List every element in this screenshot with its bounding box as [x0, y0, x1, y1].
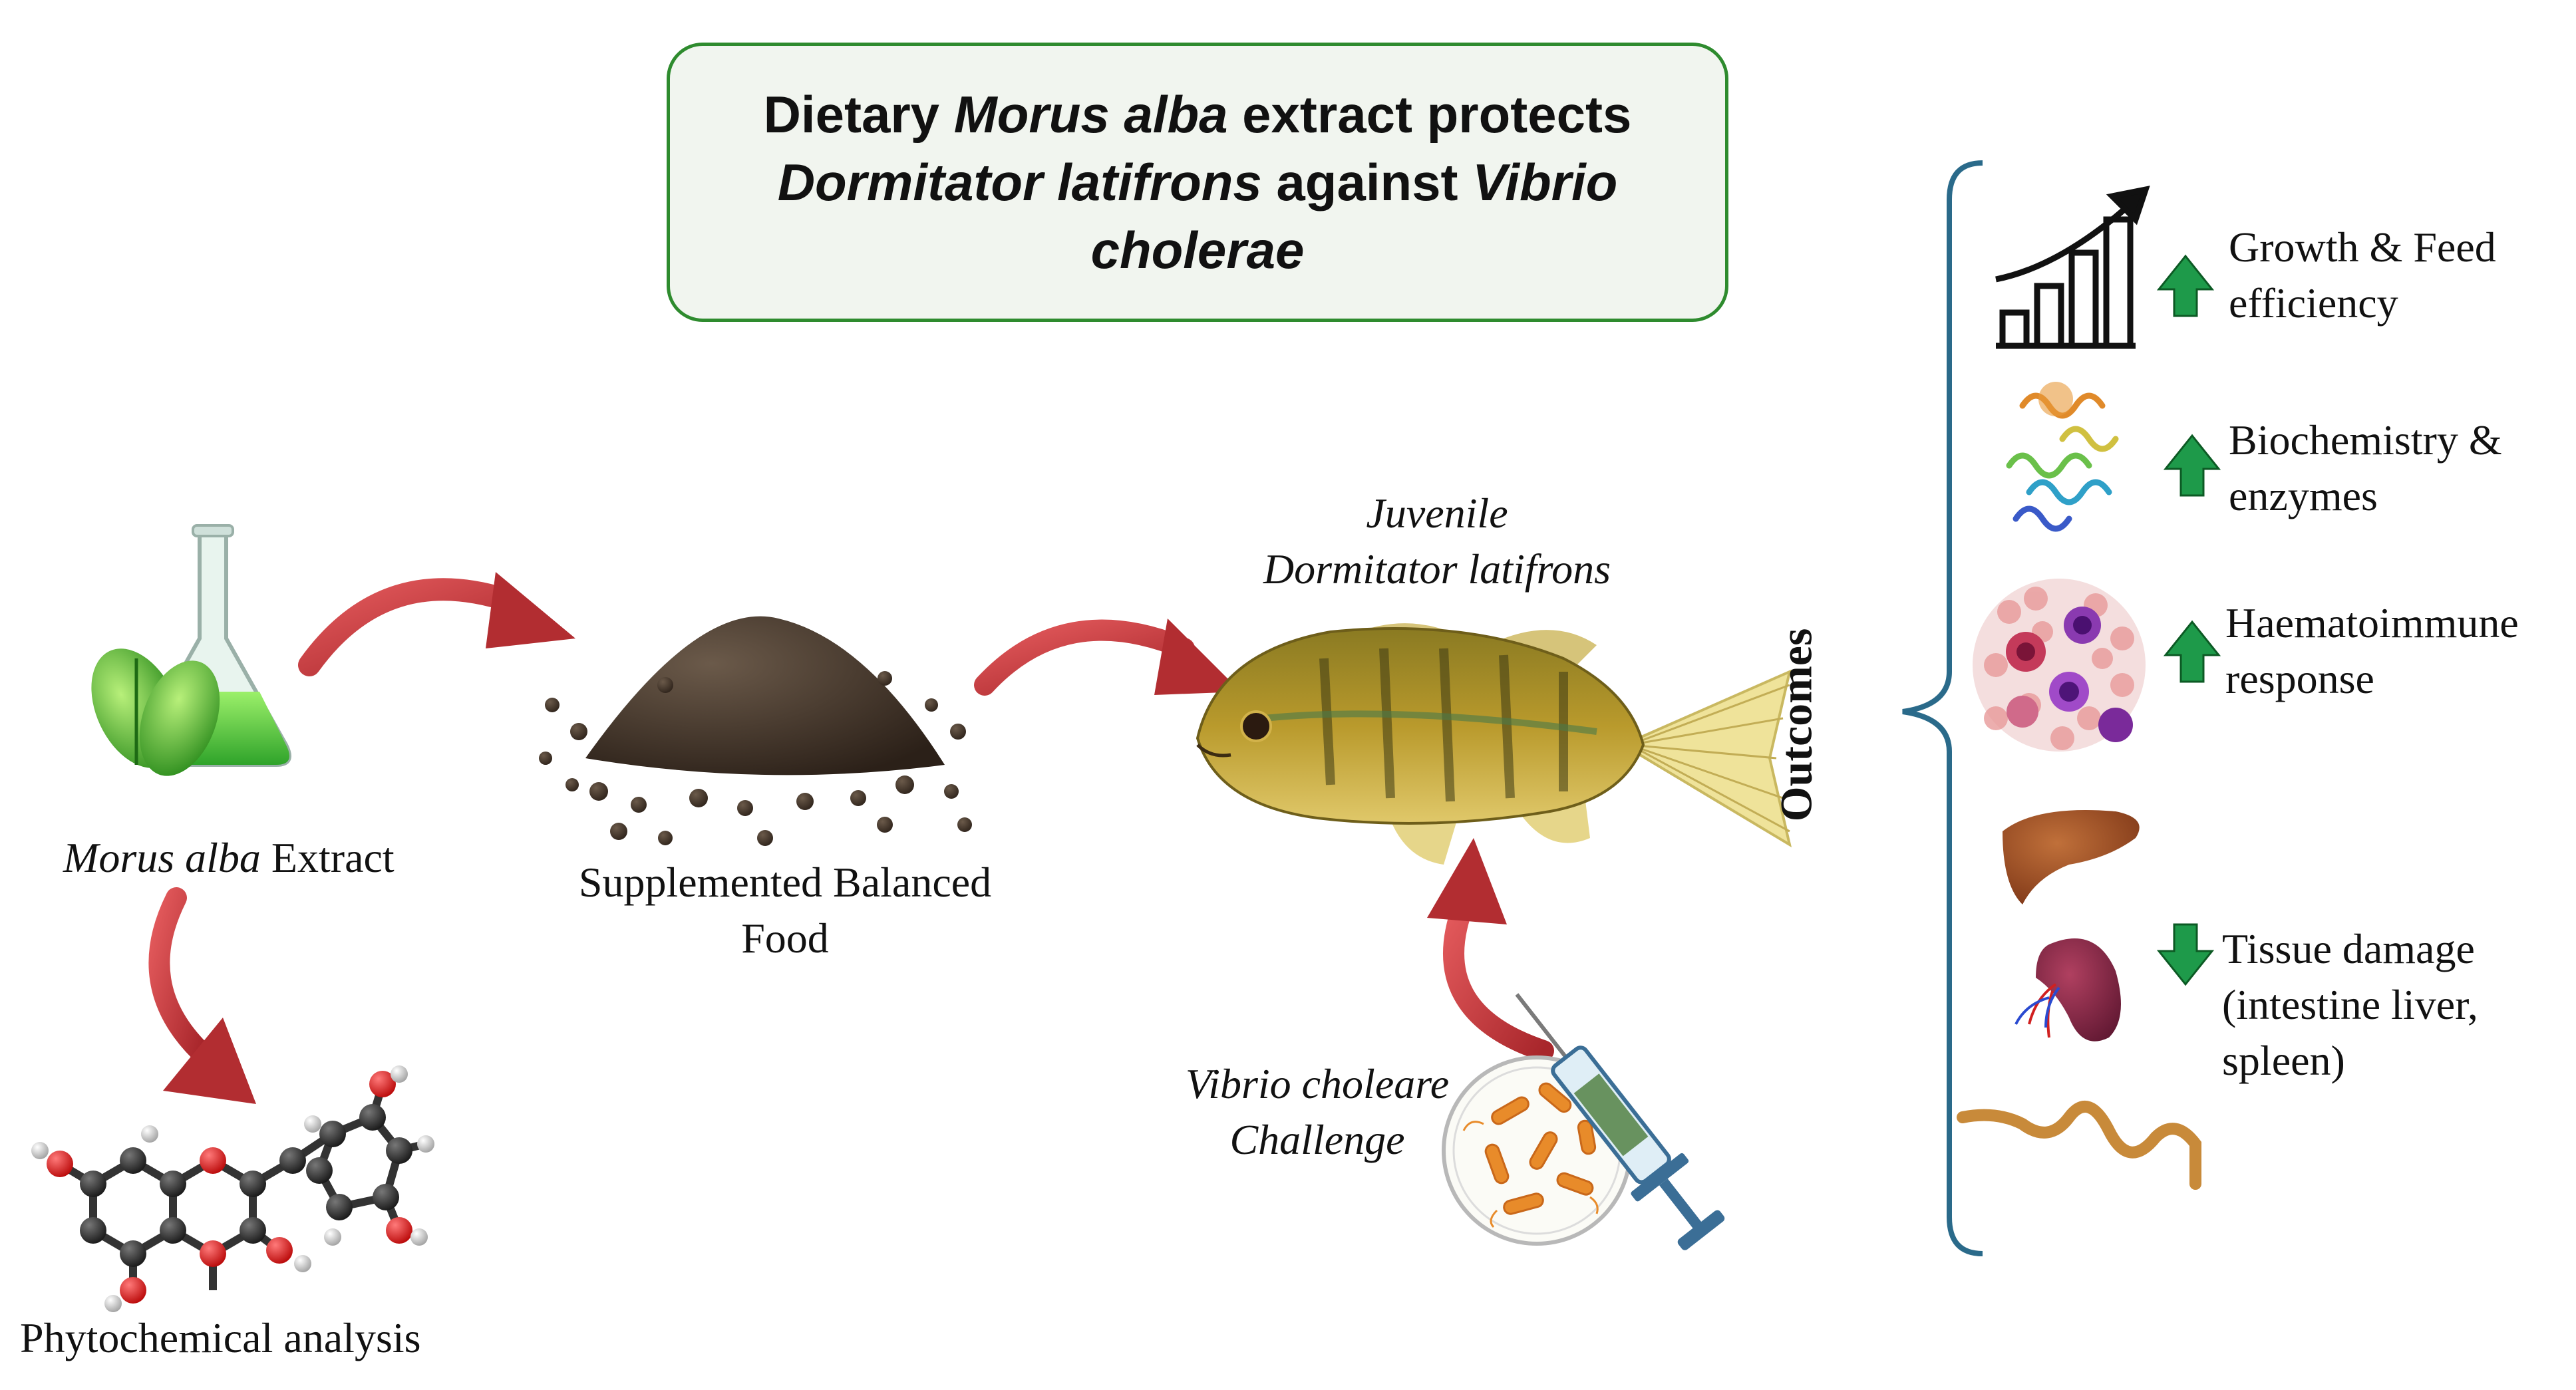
- flow-arrow-extract-to-phyto: [148, 887, 256, 1104]
- food-label-line2: Food: [741, 914, 829, 962]
- fish-label: Juvenile Dormitator latifrons: [1198, 486, 1677, 597]
- growth-chart-icon: [1995, 186, 2150, 349]
- flask-icon: [91, 524, 291, 776]
- outcome-biochemistry-line2: enzymes: [2229, 472, 2378, 519]
- outcome-biochemistry: Biochemistry & enzymes: [2229, 412, 2502, 524]
- food-label: Supplemented Balanced Food: [546, 855, 1025, 966]
- title-line-2: Dormitator latifrons against Vibrio: [778, 148, 1618, 216]
- phyto-label: Phytochemical analysis: [20, 1314, 421, 1361]
- fish-icon: [1196, 623, 1792, 865]
- up-arrow-icon: [2163, 434, 2221, 497]
- up-arrow-icon: [2163, 620, 2221, 683]
- outcome-tissue-line3: spleen): [2222, 1037, 2345, 1084]
- outcome-tissue-line1: Tissue damage: [2222, 925, 2475, 972]
- outcome-haematoimmune: Haematoimmune response: [2225, 595, 2519, 707]
- flow-arrow-food-to-fish: [974, 619, 1241, 696]
- title-box: Dietary Morus alba extract protects Dorm…: [667, 43, 1728, 322]
- outcomes-bracket: [1902, 160, 1983, 1256]
- outcome-growth-line1: Growth & Feed: [2229, 223, 2496, 271]
- down-arrow-icon: [2156, 923, 2215, 986]
- extract-species: Morus alba: [63, 834, 261, 881]
- intestine-icon: [1957, 1101, 2201, 1190]
- syringe-icon: [1515, 993, 1725, 1250]
- outcomes-label: Outcomes: [1770, 628, 1822, 822]
- flow-arrow-challenge-to-fish: [1427, 838, 1554, 1061]
- liver-icon: [2003, 810, 2140, 904]
- challenge-label-line1: Vibrio choleare: [1185, 1060, 1450, 1107]
- extract-text: Extract: [260, 834, 395, 881]
- outcome-haematoimmune-line2: response: [2225, 655, 2374, 702]
- outcome-biochemistry-line1: Biochemistry &: [2229, 416, 2502, 464]
- molecule-icon: [31, 1065, 434, 1312]
- up-arrow-icon: [2156, 254, 2215, 317]
- outcome-growth-line2: efficiency: [2229, 279, 2398, 327]
- title-species-vibrio: Vibrio: [1472, 153, 1618, 211]
- outcome-growth: Growth & Feed efficiency: [2229, 219, 2496, 331]
- title-text: extract protects: [1227, 85, 1632, 144]
- blood-cells-icon: [1973, 579, 2146, 752]
- outcome-tissue-damage: Tissue damage (intestine liver, spleen): [2222, 921, 2478, 1089]
- title-text: against: [1261, 153, 1473, 211]
- flow-arrow-extract-to-food: [298, 572, 575, 676]
- fish-label-line2: Dormitator latifrons: [1263, 545, 1611, 593]
- challenge-label: Vibrio choleare Challenge: [1131, 1056, 1504, 1168]
- title-text: Dietary: [763, 85, 954, 144]
- title-species-morus: Morus alba: [953, 85, 1228, 144]
- food-label-line1: Supplemented Balanced: [578, 859, 992, 906]
- pellet-pile-icon: [539, 616, 972, 846]
- outcome-tissue-line2: (intestine liver,: [2222, 981, 2478, 1028]
- spleen-icon: [2014, 938, 2121, 1042]
- protein-icon: [2006, 382, 2119, 532]
- challenge-label-line2: Challenge: [1229, 1116, 1405, 1163]
- title-species-dormitator: Dormitator latifrons: [777, 153, 1262, 211]
- title-line-3: cholerae: [1091, 216, 1305, 284]
- title-species-cholerae: cholerae: [1090, 221, 1305, 279]
- extract-label: Morus alba Extract: [63, 830, 395, 886]
- title-line-1: Dietary Morus alba extract protects: [764, 80, 1632, 148]
- fish-label-line1: Juvenile: [1366, 489, 1508, 537]
- outcome-haematoimmune-line1: Haematoimmune: [2225, 599, 2519, 646]
